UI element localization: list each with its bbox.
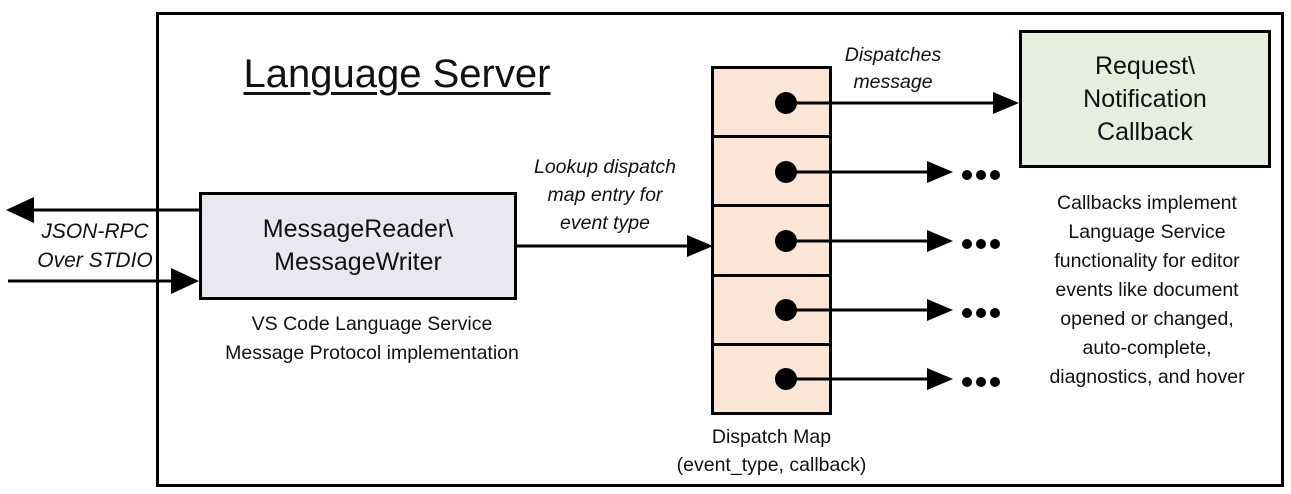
dispatch-map-cell [714, 207, 829, 277]
json-rpc-stdio-label: JSON-RPC Over STDIO [37, 220, 153, 272]
callback-box-label: Request\ Notification Callback [1083, 51, 1207, 146]
lookup-dispatch-label: Lookup dispatch map entry for event type [533, 156, 677, 234]
request-notification-callback-box: Request\ Notification Callback [1019, 30, 1271, 168]
dispatches-message-label: Dispatches message [844, 44, 942, 93]
dispatch-map-cell [714, 345, 829, 413]
dispatch-map-cell [714, 276, 829, 346]
message-reader-writer-box: MessageReader\ MessageWriter [199, 192, 517, 300]
dispatch-map-cell [714, 138, 829, 208]
message-box-caption: VS Code Language Service Message Protoco… [225, 313, 519, 364]
dispatch-map-cell [714, 69, 829, 139]
dispatch-map-caption: Dispatch Map (event_type, callback) [676, 426, 867, 476]
language-server-boundary-box [156, 12, 1284, 487]
callbacks-description-note: Callbacks implement Language Service fun… [1049, 192, 1245, 388]
diagram-title: Language Server [243, 52, 551, 96]
message-reader-writer-label: MessageReader\ MessageWriter [262, 215, 454, 276]
dispatch-map-table [711, 66, 832, 415]
